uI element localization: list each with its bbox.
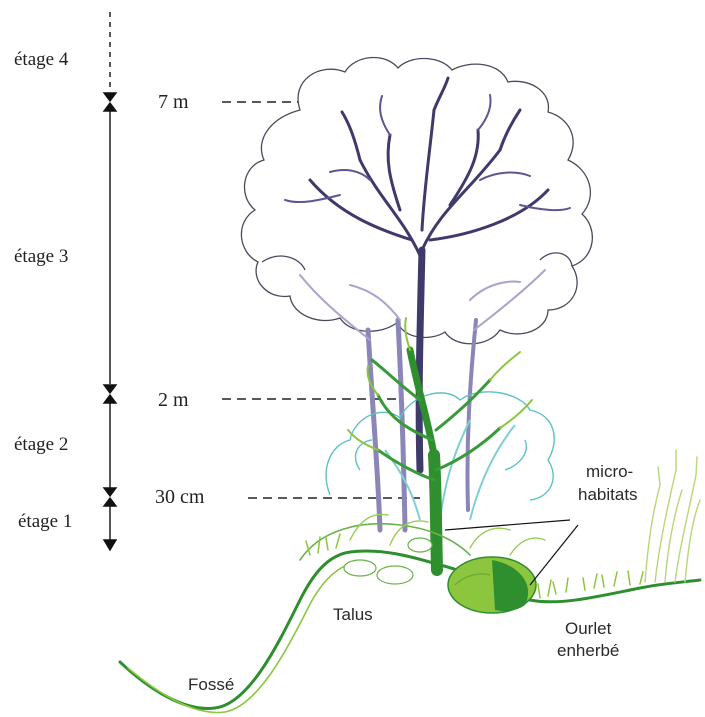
stratum-label-2: étage 2 bbox=[14, 434, 68, 455]
height-label-2m: 2 m bbox=[158, 389, 189, 411]
label-ourlet-line2: enherbé bbox=[557, 641, 619, 660]
label-ourlet-line1: Ourlet bbox=[565, 619, 612, 638]
arrow-30cm-down bbox=[104, 498, 116, 506]
strata-axis bbox=[104, 12, 116, 550]
label-microhabitats-line2: habitats bbox=[578, 485, 638, 504]
height-label-30cm: 30 cm bbox=[155, 486, 205, 508]
arrow-7m-down bbox=[104, 103, 116, 111]
arrow-bottom bbox=[104, 540, 116, 550]
microhabitat-rock bbox=[448, 557, 536, 613]
label-fosse: Fossé bbox=[188, 675, 234, 694]
arrow-2m-up bbox=[104, 385, 116, 393]
height-label-7m: 7 m bbox=[158, 91, 189, 113]
arrow-30cm-up bbox=[104, 488, 116, 496]
arrow-7m-up bbox=[104, 93, 116, 101]
tree-canopy bbox=[241, 57, 592, 343]
stratum-label-1: étage 1 bbox=[18, 511, 72, 532]
arrow-2m-down bbox=[104, 395, 116, 403]
stratum-label-4: étage 4 bbox=[14, 49, 69, 70]
label-microhabitats-line1: micro- bbox=[586, 462, 633, 481]
label-talus: Talus bbox=[333, 605, 373, 624]
stratum-label-3: étage 3 bbox=[14, 246, 68, 267]
